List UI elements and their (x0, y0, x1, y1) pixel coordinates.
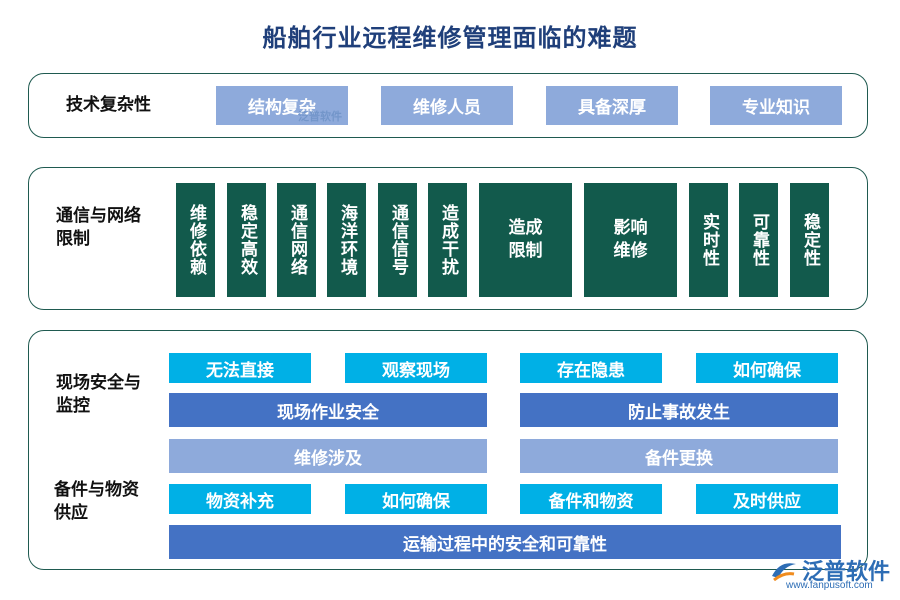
item-reliability: 可靠性 (739, 183, 778, 297)
item-rely-on: 维修依赖 (176, 183, 215, 297)
item-prevent-accidents: 防止事故发生 (520, 393, 838, 427)
logo-url: www.fanpusoft.com (786, 580, 873, 591)
item-transport-safety-reliability: 运输过程中的安全和可靠性 (169, 525, 841, 559)
item-spares-and-materials: 备件和物资 (520, 484, 662, 514)
label-technical-complexity: 技术复杂性 (66, 95, 151, 115)
logo-icon (772, 563, 796, 582)
brand-logo: 泛普软件 (770, 554, 890, 586)
item-real-time: 实时性 (689, 183, 728, 297)
item-structure-complex: 结构复杂 (216, 86, 348, 125)
item-hidden-danger: 存在隐患 (520, 353, 662, 383)
logo-name: 泛普软件 (802, 560, 891, 585)
item-stable-efficient: 稳定高效 (227, 183, 266, 297)
item-observe-site: 观察现场 (345, 353, 487, 383)
item-maintenance-staff: 维修人员 (381, 86, 513, 125)
item-cause-limit: 造成 限制 (479, 183, 572, 297)
item-interference: 造成干扰 (428, 183, 467, 297)
item-cannot-directly: 无法直接 (169, 353, 311, 383)
item-ocean-environment: 海洋环境 (327, 183, 366, 297)
page-title: 船舶行业远程维修管理面临的难题 (262, 24, 638, 52)
item-onsite-work-safety: 现场作业安全 (169, 393, 487, 427)
item-timely-supply: 及时供应 (696, 484, 838, 514)
label-onsite-safety: 现场安全与 监控 (56, 373, 141, 416)
item-material-supplement: 物资补充 (169, 484, 311, 514)
item-how-to-ensure-2: 如何确保 (345, 484, 487, 514)
item-expertise: 专业知识 (710, 86, 842, 125)
item-comm-network: 通信网络 (277, 183, 316, 297)
item-how-to-ensure-1: 如何确保 (696, 353, 838, 383)
item-comm-signal: 通信信号 (378, 183, 417, 297)
item-deep-possess: 具备深厚 (546, 86, 678, 125)
item-maintenance-involves: 维修涉及 (169, 439, 487, 473)
item-stability: 稳定性 (790, 183, 829, 297)
label-spare-supply: 备件与物资 供应 (54, 480, 139, 523)
item-affect-maintenance: 影响 维修 (584, 183, 677, 297)
label-communication-limits: 通信与网络 限制 (56, 206, 141, 249)
watermark-text: 泛普软件 (298, 110, 342, 123)
item-spare-replacement: 备件更换 (520, 439, 838, 473)
